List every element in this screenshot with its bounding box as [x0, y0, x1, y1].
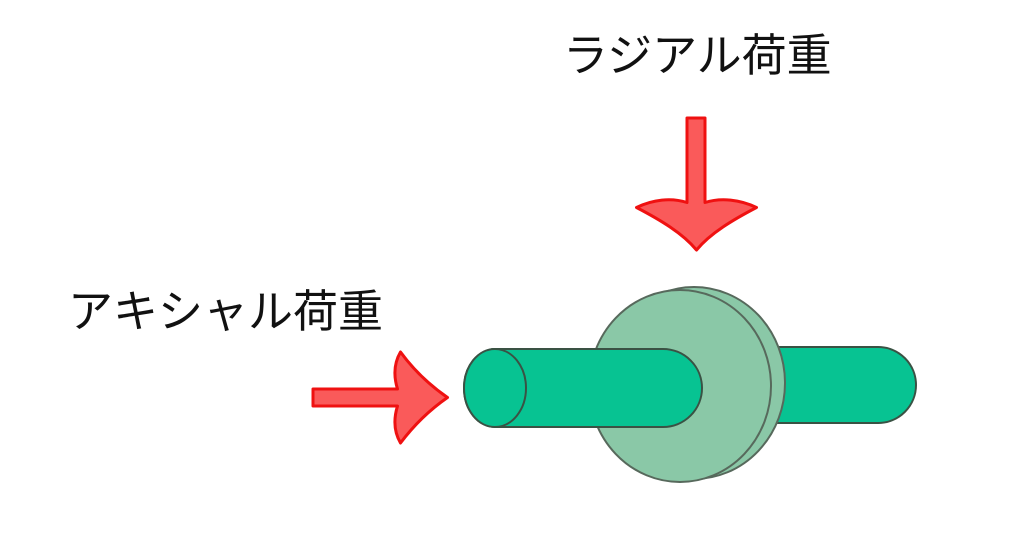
radial-load-label: ラジアル荷重 [563, 30, 832, 81]
arrow-right-icon [311, 350, 449, 445]
arrow-down-icon [635, 116, 758, 252]
axial-load-label: アキシャル荷重 [68, 286, 384, 337]
shaft-end-cap [463, 348, 527, 428]
